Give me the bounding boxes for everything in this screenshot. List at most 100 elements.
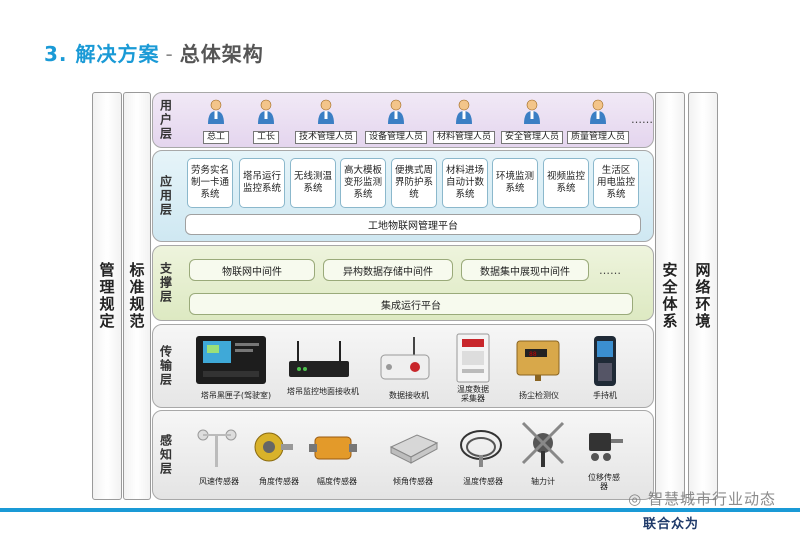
app-system-video: 视频监控 系统 (543, 158, 589, 208)
device-label: 扬尘检测仪 (519, 391, 559, 400)
person-icon (258, 99, 274, 124)
watermark: ◎ 智慧城市行业动态 (628, 490, 776, 508)
sensor-wind-speed (197, 425, 237, 473)
footer-bar (0, 508, 800, 512)
device-dust-detector: 88 (513, 337, 563, 387)
sensor-angle (251, 427, 295, 471)
app-system-tower-crane: 塔吊运行 监控系统 (239, 158, 285, 208)
anemometer-icon (197, 429, 237, 467)
title-dash: - (165, 42, 174, 66)
device-label: 温度数据 采集器 (457, 385, 489, 403)
app-system-labor: 劳务实名 制一卡通 系统 (187, 158, 233, 208)
device-label: 位移传感 器 (588, 473, 620, 491)
company-logo: 联合众为 (643, 517, 700, 532)
side-box-standards: 标准规范 (123, 92, 151, 500)
displacement-sensor-icon (589, 433, 623, 461)
side-box-management: 管理规定 (92, 92, 122, 500)
side-label-network: 网络环境 (693, 262, 712, 330)
integrated-platform: 集成运行平台 (189, 293, 633, 315)
user-more: …… (631, 113, 653, 126)
role-label: 安全管理人员 (501, 131, 564, 144)
device-black-box (195, 335, 267, 389)
user-layer: 用户层 总工 工长 技术管理人员 设备管理人员 材料管理人员 安全管理人员 质量… (152, 92, 654, 148)
device-data-receiver (375, 337, 435, 391)
middleware-display: 数据集中展现中间件 (461, 259, 589, 281)
role-label: 技术管理人员 (295, 131, 358, 144)
device-temp-collector (455, 333, 491, 387)
role-quality-manager: 质量管理人员 (567, 98, 630, 144)
layer-label-application: 应用层 (158, 175, 173, 217)
app-system-formwork: 高大模板 变形监测 系统 (340, 158, 386, 208)
layer-label-support: 支撑层 (158, 262, 173, 304)
device-label: 倾角传感器 (393, 477, 433, 486)
role-safety-manager: 安全管理人员 (501, 98, 564, 144)
person-icon (388, 99, 404, 124)
temp-collector-icon (456, 333, 490, 383)
amplitude-sensor-icon (309, 436, 357, 460)
svg-text:88: 88 (529, 351, 537, 358)
device-label: 手持机 (593, 391, 617, 400)
app-system-wireless-temp: 无线测温 系统 (290, 158, 336, 208)
side-box-network: 网络环境 (688, 92, 718, 500)
role-label: 工长 (252, 131, 279, 144)
person-icon (590, 99, 606, 124)
person-icon (318, 99, 334, 124)
title-sub: 总体架构 (179, 42, 264, 66)
support-more: …… (599, 264, 621, 277)
role-technical-manager: 技术管理人员 (295, 98, 358, 144)
sensor-tilt (387, 425, 441, 469)
receiver-icon (289, 341, 349, 377)
title-main: 3. 解决方案 (44, 42, 160, 66)
sensor-temperature (457, 425, 507, 473)
black-box-icon (196, 336, 266, 384)
page-title: 3. 解决方案-总体架构 (44, 38, 264, 67)
app-system-material-count: 材料进场 自动计数 系统 (442, 158, 488, 208)
dust-detector-icon: 88 (516, 340, 560, 381)
side-label-standards: 标准规范 (127, 262, 146, 330)
role-material-manager: 材料管理人员 (433, 98, 496, 144)
device-label: 温度传感器 (463, 477, 503, 486)
app-system-power: 生活区 用电监控 系统 (593, 158, 639, 208)
data-receiver-icon (380, 337, 430, 380)
device-label: 塔吊黑匣子(驾驶室) (200, 391, 272, 400)
device-label: 幅度传感器 (317, 477, 357, 486)
sensing-layer: 感知层 风速传感器 角度传感器 幅度传感器 倾角传感器 温度传感器 轴力计 位移… (152, 410, 654, 500)
device-label: 数据接收机 (389, 391, 429, 400)
handheld-icon (594, 336, 616, 386)
device-label: 轴力计 (531, 477, 555, 486)
layer-label-transmission: 传输层 (158, 345, 173, 387)
temperature-sensor-icon (460, 430, 502, 467)
sensor-amplitude (309, 429, 357, 469)
application-layer: 应用层 劳务实名 制一卡通 系统 塔吊运行 监控系统 无线测温 系统 高大模板 … (152, 150, 654, 242)
device-label: 风速传感器 (199, 477, 239, 486)
person-icon (456, 99, 472, 124)
sensor-displacement (583, 425, 625, 469)
side-box-security: 安全体系 (655, 92, 685, 500)
role-foreman: 工长 (235, 98, 297, 144)
app-system-perimeter: 便携式周 界防护系 统 (391, 158, 437, 208)
middleware-iot: 物联网中间件 (189, 259, 315, 281)
person-icon (208, 99, 224, 124)
device-handheld (593, 335, 617, 391)
iot-platform: 工地物联网管理平台 (185, 214, 641, 235)
role-label: 质量管理人员 (567, 131, 630, 144)
layer-label-sensing: 感知层 (158, 434, 173, 476)
side-label-security: 安全体系 (660, 262, 679, 330)
angle-sensor-icon (254, 432, 293, 462)
role-chief-engineer: 总工 (185, 98, 247, 144)
role-label: 总工 (202, 131, 229, 144)
app-system-environment: 环境监测 系统 (492, 158, 538, 208)
side-label-management: 管理规定 (97, 262, 116, 330)
middleware-storage: 异构数据存储中间件 (323, 259, 453, 281)
device-label: 塔吊监控地面接收机 (287, 387, 359, 396)
layer-label-user: 用户层 (158, 99, 173, 141)
transmission-layer: 传输层 塔吊黑匣子(驾驶室) 塔吊监控地面接收机 数据接收机 温度数据 采集器 … (152, 324, 654, 408)
support-layer: 支撑层 物联网中间件 异构数据存储中间件 数据集中展现中间件 …… 集成运行平台 (152, 245, 654, 321)
tilt-sensor-icon (389, 434, 439, 464)
axial-force-icon (521, 421, 565, 467)
device-label: 角度传感器 (259, 477, 299, 486)
role-equipment-manager: 设备管理人员 (365, 98, 428, 144)
person-icon (524, 99, 540, 124)
device-crane-receiver (287, 341, 351, 385)
sensor-axial-force (521, 421, 565, 473)
